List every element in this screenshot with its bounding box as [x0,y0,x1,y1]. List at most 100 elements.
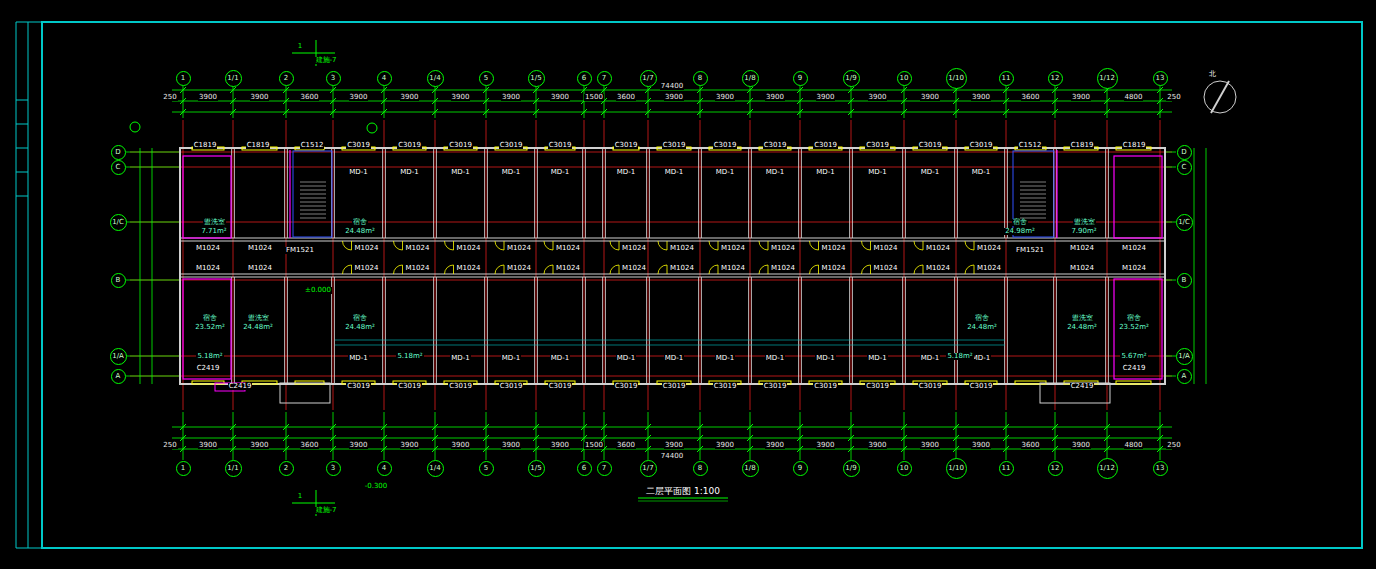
axis-bubble: C [111,160,126,175]
axis-bubble: C [1177,160,1192,175]
partition-wall [1108,277,1109,383]
window-tag: C1512 [300,142,325,149]
window-tag: C3019 [662,142,687,149]
partition-wall [382,277,383,383]
partition-wall [905,149,906,238]
bubble-leader [286,412,287,460]
door-swing [862,265,871,274]
door-tag: M1024 [405,245,431,252]
dimension-text: 3600 [300,442,320,449]
axis-number: 6 [582,465,586,472]
bubble-leader [584,412,585,460]
axis-number: 8 [698,465,702,472]
door-tag: MD-1 [715,355,735,362]
axis-number: 1/1 [227,465,238,472]
window [1116,381,1151,384]
dimension-text: 3600 [616,442,636,449]
axis-line [648,120,649,410]
axis-bubble: 6 [577,461,592,476]
door-tag: M1024 [555,245,581,252]
partition-wall [852,277,853,383]
dimension-text: 3900 [198,442,218,449]
dimension-text: 3900 [971,442,991,449]
axis-number: 9 [798,465,802,472]
door-tag: MD-1 [815,355,835,362]
drawing-frame [42,22,1362,548]
axis-line [700,120,701,410]
stair-tread [300,198,326,199]
washroom-outline [183,156,231,238]
axis-number: 5 [484,75,488,82]
room-area: 7.71m² [200,228,227,235]
room-name: 盥洗室 [1071,315,1094,322]
stair-tread [300,206,326,207]
dimension-text: 3900 [816,442,836,449]
axis-bubble: 10 [897,71,912,86]
window-tag: C3019 [397,142,422,149]
dimension-text: 3900 [664,94,684,101]
axis-number: C [116,164,121,171]
room-area: 23.52m² [1118,324,1150,331]
window-tag: C3019 [865,383,890,390]
axis-bubble: 1 [176,71,191,86]
axis-bubble: 6 [577,71,592,86]
dimension-text: 3600 [616,94,636,101]
axis-number: B [116,277,121,284]
door-swing [709,265,718,274]
axis-bubble: 1/5 [528,460,545,477]
axis-number: 11 [1002,75,1011,82]
washroom-outline [1114,156,1162,238]
partition-wall [701,277,702,383]
window-tag: C3019 [813,142,838,149]
axis-bubble: 7 [597,461,612,476]
partition-wall [801,277,802,383]
stair-outline [293,151,332,237]
partition-wall [487,149,488,238]
axis-bubble: 1/1 [225,460,242,477]
door-swing [445,241,454,250]
dimension-text: 3900 [920,442,940,449]
window-tag: C3019 [448,142,473,149]
dimension-text: 3900 [198,94,218,101]
partition-wall [602,149,603,238]
room-name: 宿舍 [1126,315,1142,322]
door-tag: M1024 [195,245,221,252]
door-tag: MD-1 [616,355,636,362]
room-area: 5.67m² [1120,353,1147,360]
partition-wall [537,277,538,383]
door-tag: MD-1 [920,169,940,176]
axis-bubble: 12 [1048,461,1063,476]
frame-strip [16,22,17,548]
section-mark-line [292,53,335,54]
partition-wall [701,149,702,238]
door-tag: MD-1 [399,169,419,176]
door-tag: M1024 [1069,265,1095,272]
partition-wall [1004,277,1005,383]
partition-wall [798,277,799,383]
door-tag: M1024 [247,245,273,252]
axis-number: 1/12 [1099,465,1115,472]
room-name: 盥洗室 [203,219,226,226]
partition-wall [954,149,955,238]
stair-tread [1020,206,1046,207]
axis-bubble: 13 [1153,461,1168,476]
dimension-text: 3900 [250,94,270,101]
door-tag: M1024 [976,245,1002,252]
dimension-text: 3900 [1071,94,1091,101]
door-tag: M1024 [669,265,695,272]
axis-bubble: 5 [479,71,494,86]
axis-bubble: B [111,273,126,288]
partition-wall [649,277,650,383]
door-swing [759,241,768,250]
door-tag: M1024 [456,245,482,252]
stair-tread [1020,214,1046,215]
dimension-text: 3900 [349,442,369,449]
partition-wall [798,149,799,238]
axis-line [1160,120,1161,410]
partition-wall [436,149,437,238]
window-tag: C3019 [969,383,994,390]
axis-line [130,356,1172,357]
dimension-text: 4800 [1124,94,1144,101]
bubble-leader [126,167,180,168]
